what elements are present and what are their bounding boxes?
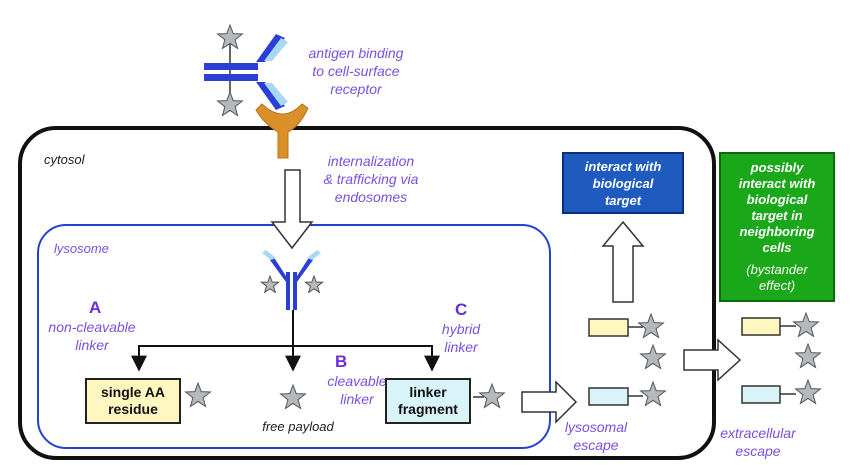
path-c-letter: C (455, 300, 468, 319)
extracellular-escape-label: extracellular escape (720, 425, 796, 459)
cell-membrane (18, 126, 716, 460)
branch-arrows (131, 310, 440, 372)
extracellular-escape-arrow (683, 338, 742, 382)
internalization-label: internalization & trafficking via endoso… (323, 153, 419, 205)
target-arrow (601, 220, 645, 303)
lysosome-label: lysosome (54, 241, 109, 256)
path-b-label: cleavable linker (327, 373, 387, 407)
antigen-binding-label: antigen binding to cell-surface receptor (308, 45, 404, 97)
cell-surface-receptor (255, 103, 309, 159)
antibody-lysosome (260, 250, 324, 310)
extracellular-products (741, 312, 821, 404)
payload-star-a (185, 382, 211, 407)
antibody-top (204, 24, 288, 116)
lysosomal-escape-arrow (521, 380, 578, 424)
neighbor-cells-box: possibly interact with biological target… (719, 152, 835, 302)
interact-target-box: interact with biological target (562, 152, 684, 214)
payload-star-c (479, 383, 505, 408)
internalization-arrow (270, 169, 314, 250)
payload-star-b (280, 384, 306, 409)
linker-fragment-box: linker fragment (385, 378, 471, 424)
path-c-label: hybrid linker (441, 321, 481, 355)
cytosol-label: cytosol (44, 152, 85, 167)
escaped-products (588, 313, 666, 406)
free-payload-label: free payload (262, 419, 334, 434)
path-b-letter: B (335, 352, 348, 371)
lysosomal-escape-label: lysosomal escape (564, 419, 628, 453)
single-aa-residue-box: single AA residue (85, 378, 181, 424)
path-a-letter: A (89, 298, 102, 317)
path-a-label: non-cleavable linker (48, 319, 136, 353)
